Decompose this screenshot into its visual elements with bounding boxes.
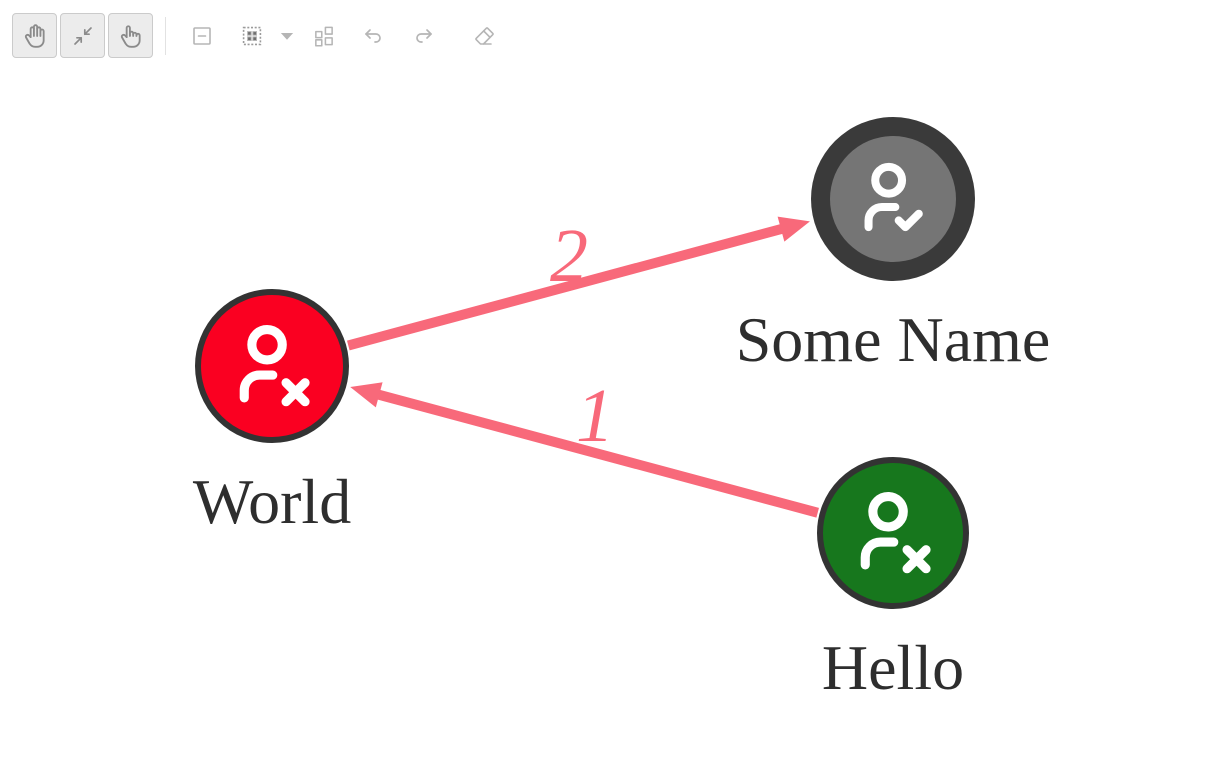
node-world[interactable]: World xyxy=(193,289,351,537)
layout-grid-icon xyxy=(315,26,333,47)
edge-world-some-name[interactable]: 2 xyxy=(346,214,810,351)
user-x-icon xyxy=(860,492,931,574)
caret-down-icon xyxy=(280,32,294,40)
hand-icon xyxy=(24,23,45,48)
selection-mode-dropdown[interactable] xyxy=(280,29,294,43)
edge-label: 2 xyxy=(550,214,588,298)
node-label: Hello xyxy=(822,632,964,703)
eraser-icon xyxy=(475,26,494,45)
pan-tool-button[interactable] xyxy=(12,13,57,58)
node-label: Some Name xyxy=(736,304,1051,375)
select-tool-button[interactable] xyxy=(108,13,153,58)
marquee-select-button[interactable] xyxy=(240,24,264,48)
edge-arrowhead xyxy=(777,216,810,242)
user-x-icon xyxy=(239,325,310,407)
node-body xyxy=(195,289,349,443)
layout-button[interactable] xyxy=(312,24,335,47)
pointer-hand-icon xyxy=(120,24,141,48)
node-hello[interactable]: Hello xyxy=(817,457,969,703)
marquee-selection-icon xyxy=(242,26,262,45)
eraser-button[interactable] xyxy=(472,24,496,48)
edge-arrowhead xyxy=(350,382,383,408)
node-body xyxy=(830,136,956,262)
toolbar-divider xyxy=(165,16,166,55)
user-check-icon xyxy=(864,162,923,232)
arrows-minimize-icon xyxy=(73,26,92,45)
edge-hello-world[interactable]: 1 xyxy=(350,374,819,518)
node-some-name[interactable]: Some Name xyxy=(736,117,1051,375)
edge-label: 1 xyxy=(576,374,614,458)
fit-view-button[interactable] xyxy=(60,13,105,58)
redo-button[interactable] xyxy=(412,24,436,48)
collapse-button[interactable] xyxy=(190,24,214,48)
toolbar xyxy=(12,13,496,58)
node-body xyxy=(817,457,969,609)
redo-icon xyxy=(416,28,432,43)
node-label: World xyxy=(193,466,351,537)
undo-icon xyxy=(365,28,381,43)
minus-square-icon xyxy=(193,26,211,45)
undo-button[interactable] xyxy=(361,24,385,48)
